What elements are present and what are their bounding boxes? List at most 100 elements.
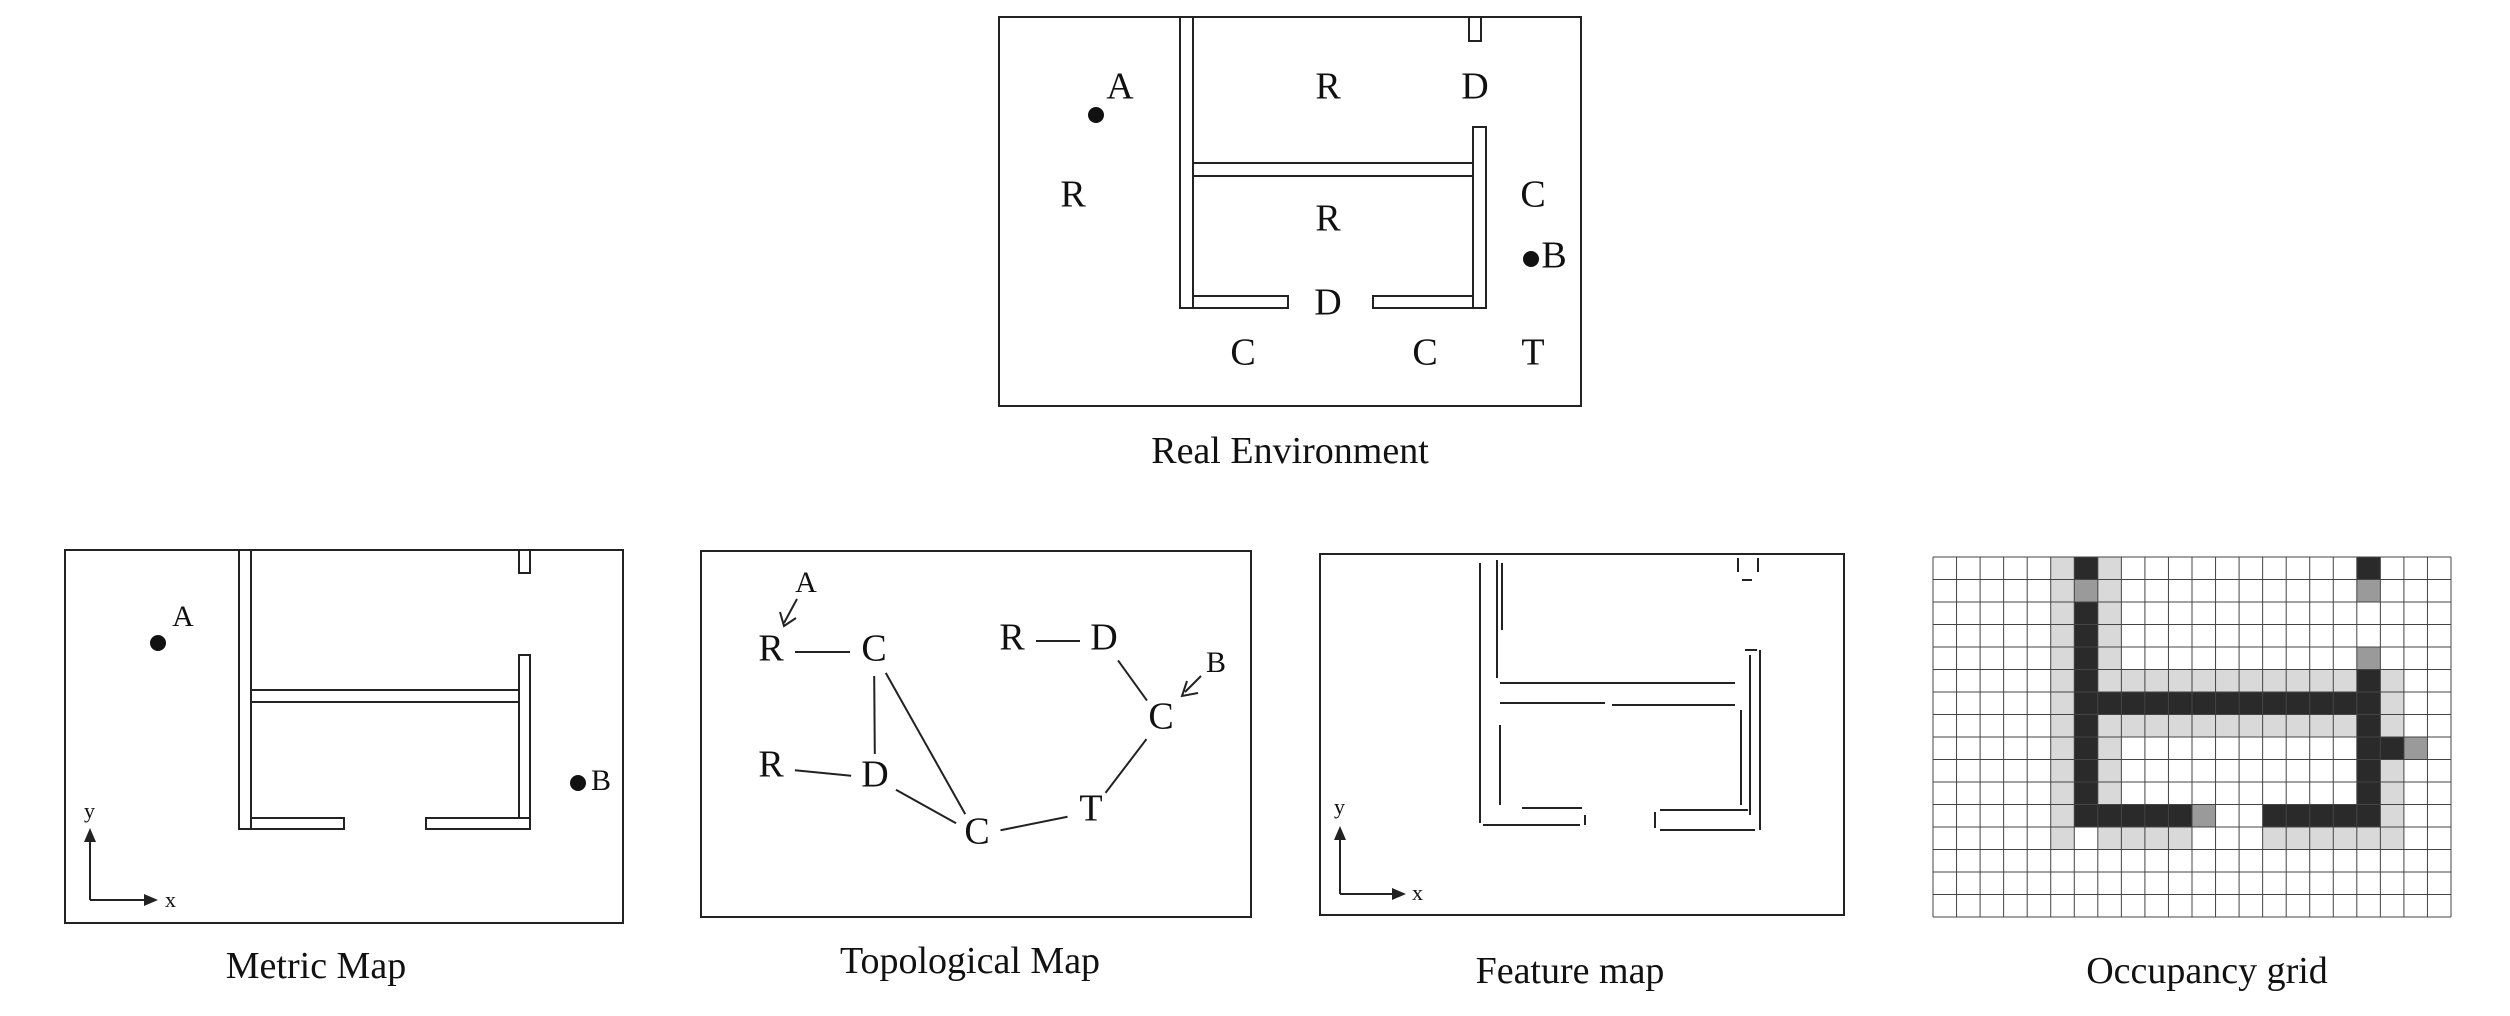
occupancy-cell [2192,669,2216,692]
real-env-label-r-mid: R [1315,198,1341,240]
occupancy-grid-panel: Occupancy grid [1932,556,2452,992]
occupancy-cell [2074,737,2098,760]
occupancy-cell [2097,737,2122,760]
topo-marker-a-arrow-line [783,598,798,624]
real-env-label-c-bottom-left: C [1230,332,1255,374]
occupancy-cell [2074,624,2098,647]
feature-axis-x-label: x [1412,880,1423,905]
occupancy-cell [2097,669,2122,692]
real-environment-panel: A B R R R D D C C C T Real Environment [998,16,1582,472]
real-env-frame [998,16,1582,407]
occupancy-cell [2309,804,2334,827]
topo-edge-n4-n5 [895,788,957,825]
occupancy-cell [2168,669,2192,692]
metric-point-a [150,635,166,651]
occupancy-cell [2168,714,2192,737]
occupancy-cell [2262,827,2287,850]
occupancy-cell [2168,692,2192,715]
occupancy-cell [2239,714,2263,737]
feature-axis-y-arrow [1334,826,1346,840]
occupancy-cell [2050,624,2075,647]
occupancy-cell [2097,647,2122,670]
real-env-point-a [1088,107,1104,123]
occupancy-cell [2380,714,2404,737]
topo-node-n6: T [1079,788,1102,830]
occupancy-cell-partial [2403,737,2428,760]
occupancy-cell [2097,557,2122,580]
occupancy-cell [2356,669,2381,692]
occupancy-cell [2356,759,2381,782]
real-env-label-b: B [1541,235,1566,277]
topological-edges [794,640,1148,832]
topo-node-n2: C [861,628,886,670]
real-env-label-t: T [1521,332,1544,374]
metric-wall-bottom-left [250,817,345,830]
occupancy-cell [2333,669,2357,692]
occupancy-cell [2097,782,2122,805]
occupancy-cell [2309,669,2334,692]
occupancy-cell [2097,827,2122,850]
occupancy-cell [2380,782,2404,805]
topo-node-n3: R [758,744,784,786]
metric-wall-right [518,654,531,830]
topological-map-frame [700,550,1252,918]
caption-feature-map: Feature map [1476,950,1665,992]
occupancy-cell [2356,827,2381,850]
occupancy-cell [2192,692,2216,715]
occupancy-cell [2144,714,2169,737]
topo-marker-b-label: B [1206,646,1226,679]
metric-map-panel: A B y x Metric Map [64,549,624,987]
occupancy-cell [2215,714,2240,737]
occupancy-cell [2074,557,2098,580]
real-env-label-d-top: D [1461,66,1488,108]
topo-edge-n7-n8 [1117,659,1148,702]
occupancy-cell [2356,737,2381,760]
caption-occupancy-grid: Occupancy grid [2086,950,2328,992]
occupancy-cell [2262,714,2287,737]
occupancy-cell [2333,827,2357,850]
occupancy-cell [2286,669,2310,692]
real-env-label-d-bottom: D [1314,282,1341,324]
topo-node-n4: D [861,754,888,796]
occupancy-cell [2286,714,2310,737]
occupancy-cell [2074,692,2098,715]
occupancy-cell [2144,827,2169,850]
topo-marker-a-label: A [795,566,817,599]
caption-real-environment: Real Environment [1151,430,1429,472]
occupancy-cell [2239,669,2263,692]
feature-map-panel: y x Feature map [1319,553,1845,992]
occupancy-cell [2097,579,2122,602]
occupancy-cell [2215,692,2240,715]
occupancy-cell [2144,692,2169,715]
occupancy-cell [2286,692,2310,715]
occupancy-cell [2074,714,2098,737]
occupancy-cell [2074,669,2098,692]
occupancy-cell [2121,714,2145,737]
feature-axis-y-label: y [1334,794,1345,819]
topo-node-n8: D [1090,617,1117,659]
occupancy-cell [2097,602,2122,625]
real-env-wall-bottom-left [1192,295,1289,309]
occupancy-cell [2168,804,2192,827]
real-env-label-c-right: C [1520,174,1545,216]
metric-map-frame [64,549,624,924]
occupancy-cell [2050,602,2075,625]
occupancy-cell-partial [2356,647,2381,670]
real-env-label-a: A [1106,66,1134,108]
real-env-wall-left [1179,16,1194,309]
occupancy-cell [2309,692,2334,715]
occupancy-cell [2262,692,2287,715]
occupancy-cell [2356,557,2381,580]
occupancy-cell [2050,737,2075,760]
occupancy-cell [2380,759,2404,782]
occupancy-cell [2356,692,2381,715]
occupancy-cell [2380,804,2404,827]
real-env-point-b [1523,251,1539,267]
occupancy-cell [2121,692,2145,715]
metric-door-stub [518,549,531,574]
occupancy-cell [2333,692,2357,715]
occupancy-cell [2356,782,2381,805]
real-env-wall-middle [1192,162,1474,177]
